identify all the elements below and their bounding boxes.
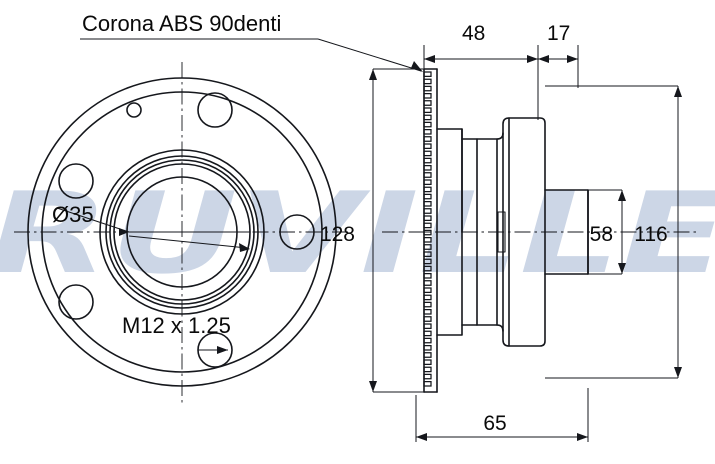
dimension-65-label: 65 [483, 412, 506, 435]
abs-tooth [423, 128, 432, 135]
abs-tooth [423, 344, 432, 351]
hub-circle-2 [105, 155, 259, 309]
hub-inner-notch [497, 211, 506, 253]
abs-tooth [423, 337, 432, 344]
abs-tooth [423, 330, 432, 337]
bore-diameter-label: Ø35 [52, 202, 94, 227]
dimension-58-label: 58 [590, 223, 613, 246]
abs-tooth [423, 251, 432, 258]
abs-tooth [423, 294, 432, 301]
abs-ring-label: Corona ABS 90denti [82, 11, 281, 36]
dimension-116-label: 116 [634, 223, 667, 246]
dimension-17-label: 17 [547, 22, 570, 45]
flange-inner-circle [41, 91, 323, 373]
abs-tooth [423, 164, 432, 171]
dimension-58: 58 [588, 189, 626, 275]
hub-circle-1 [99, 149, 265, 315]
abs-tooth [423, 186, 432, 193]
dimension-65: 65 [415, 388, 589, 442]
thread-callout-dimension [198, 346, 228, 354]
abs-tooth [423, 301, 432, 308]
abs-tooth [423, 136, 432, 142]
abs-tooth [423, 71, 432, 78]
dimension-48-label: 48 [462, 22, 485, 45]
abs-tooth [423, 92, 432, 99]
bolt-hole-left-lower [58, 284, 94, 320]
abs-ring-teeth [423, 71, 432, 387]
dimension-48: 48 [423, 22, 539, 120]
abs-tooth [423, 380, 432, 387]
bolt-hole-left-upper [58, 163, 94, 199]
dimension-116: 116 [545, 85, 682, 379]
abs-tooth [423, 373, 432, 380]
abs-tooth [423, 316, 432, 322]
abs-tooth [423, 308, 432, 315]
abs-tooth [423, 287, 432, 294]
abs-tooth [423, 172, 432, 178]
abs-tooth [423, 179, 432, 186]
abs-tooth [423, 236, 432, 243]
thread-label: M12 x 1.25 [122, 313, 231, 338]
hub-section-profile-lower [436, 231, 589, 347]
abs-tooth [423, 280, 432, 286]
bore-diameter-dimension [56, 207, 250, 252]
abs-tooth [423, 229, 432, 236]
dimension-128: 128 [320, 68, 430, 393]
dimension-17: 17 [537, 22, 579, 120]
abs-tooth [423, 208, 432, 214]
abs-tooth [423, 100, 432, 106]
hub-circle-3 [109, 159, 255, 305]
abs-tooth-ring [423, 68, 438, 393]
abs-tooth [423, 107, 432, 114]
front-view-group: Ø35 M12 x 1.25 [14, 62, 352, 404]
abs-tooth [423, 85, 432, 92]
bolt-hole-right [279, 214, 315, 250]
abs-tooth [423, 114, 432, 121]
abs-tooth [423, 352, 432, 358]
abs-tooth [423, 157, 432, 164]
abs-ring-leader-arrow [411, 61, 423, 72]
abs-tooth [423, 143, 432, 150]
abs-tooth [423, 244, 432, 250]
abs-tooth [423, 200, 432, 207]
abs-tooth [423, 359, 432, 366]
pilot-hole [126, 102, 142, 118]
bore-arrow-left [119, 228, 129, 236]
abs-tooth [423, 222, 432, 229]
flange-outer-circle [27, 77, 337, 387]
abs-tooth [423, 265, 432, 272]
abs-tooth [423, 150, 432, 157]
abs-tooth [423, 121, 432, 128]
abs-tooth [423, 272, 432, 279]
bolt-hole-top-right [197, 92, 233, 128]
abs-tooth [423, 78, 432, 85]
thread-callout-arrow [217, 346, 228, 354]
abs-tooth [423, 323, 432, 330]
bore-arrow-right [239, 243, 250, 252]
abs-tooth [423, 366, 432, 373]
abs-ring-leader-line [317, 38, 422, 72]
abs-tooth [423, 258, 432, 265]
abs-tooth [423, 193, 432, 200]
abs-ring-callout: Corona ABS 90denti [80, 11, 423, 72]
abs-tooth [423, 215, 432, 222]
dimension-128-label: 128 [320, 223, 355, 246]
